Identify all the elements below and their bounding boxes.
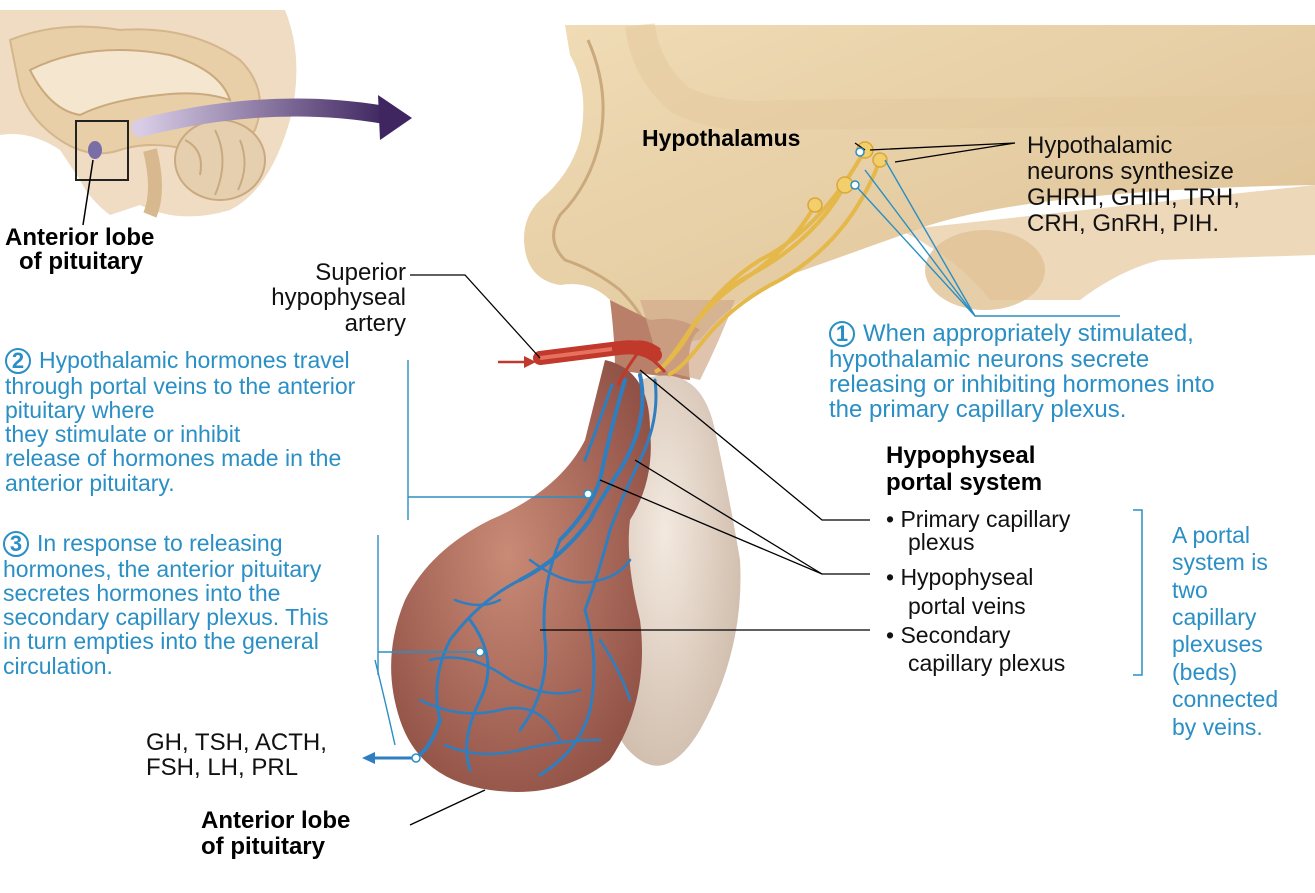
superior-hypophyseal-artery bbox=[498, 340, 667, 386]
portal-bracket bbox=[1133, 509, 1143, 676]
anterior-lobe bbox=[391, 360, 651, 792]
step-1-number: 1 bbox=[829, 321, 855, 347]
portal-item-veins: • Hypophyseal portal veins bbox=[886, 564, 1034, 619]
hypothalamus-tissue bbox=[524, 22, 1315, 345]
portal-item-primary: • Primary capillary plexus bbox=[886, 506, 1071, 555]
step-2-number: 2 bbox=[5, 348, 31, 374]
leader-lines bbox=[409, 142, 1016, 826]
label-hypothalamic-neurons: Hypothalamic neurons synthesize GHRH, GH… bbox=[1027, 132, 1240, 237]
hypothalamic-neurons bbox=[653, 149, 882, 377]
label-anterior-lobe-top: Anterior lobe of pituitary bbox=[5, 224, 155, 276]
portal-note: A portal system is two capillary plexuse… bbox=[1172, 522, 1279, 740]
label-anterior-lobe-bottom: Anterior lobe of pituitary bbox=[201, 807, 351, 860]
portal-item-secondary: • Secondary capillary plexus bbox=[886, 622, 1066, 676]
label-hypothalamus: Hypothalamus bbox=[642, 125, 801, 151]
label-hormones-out: GH, TSH, ACTH, FSH, LH, PRL bbox=[146, 729, 327, 782]
step-3-number: 3 bbox=[3, 531, 29, 557]
zoom-arrow bbox=[131, 98, 394, 137]
label-superior-artery: Superior hypophyseal artery bbox=[271, 259, 406, 337]
label-portal-system-title: Hypophyseal portal system bbox=[886, 442, 1043, 496]
portal-veins bbox=[368, 373, 658, 777]
blue-leader-lines bbox=[374, 159, 1120, 746]
